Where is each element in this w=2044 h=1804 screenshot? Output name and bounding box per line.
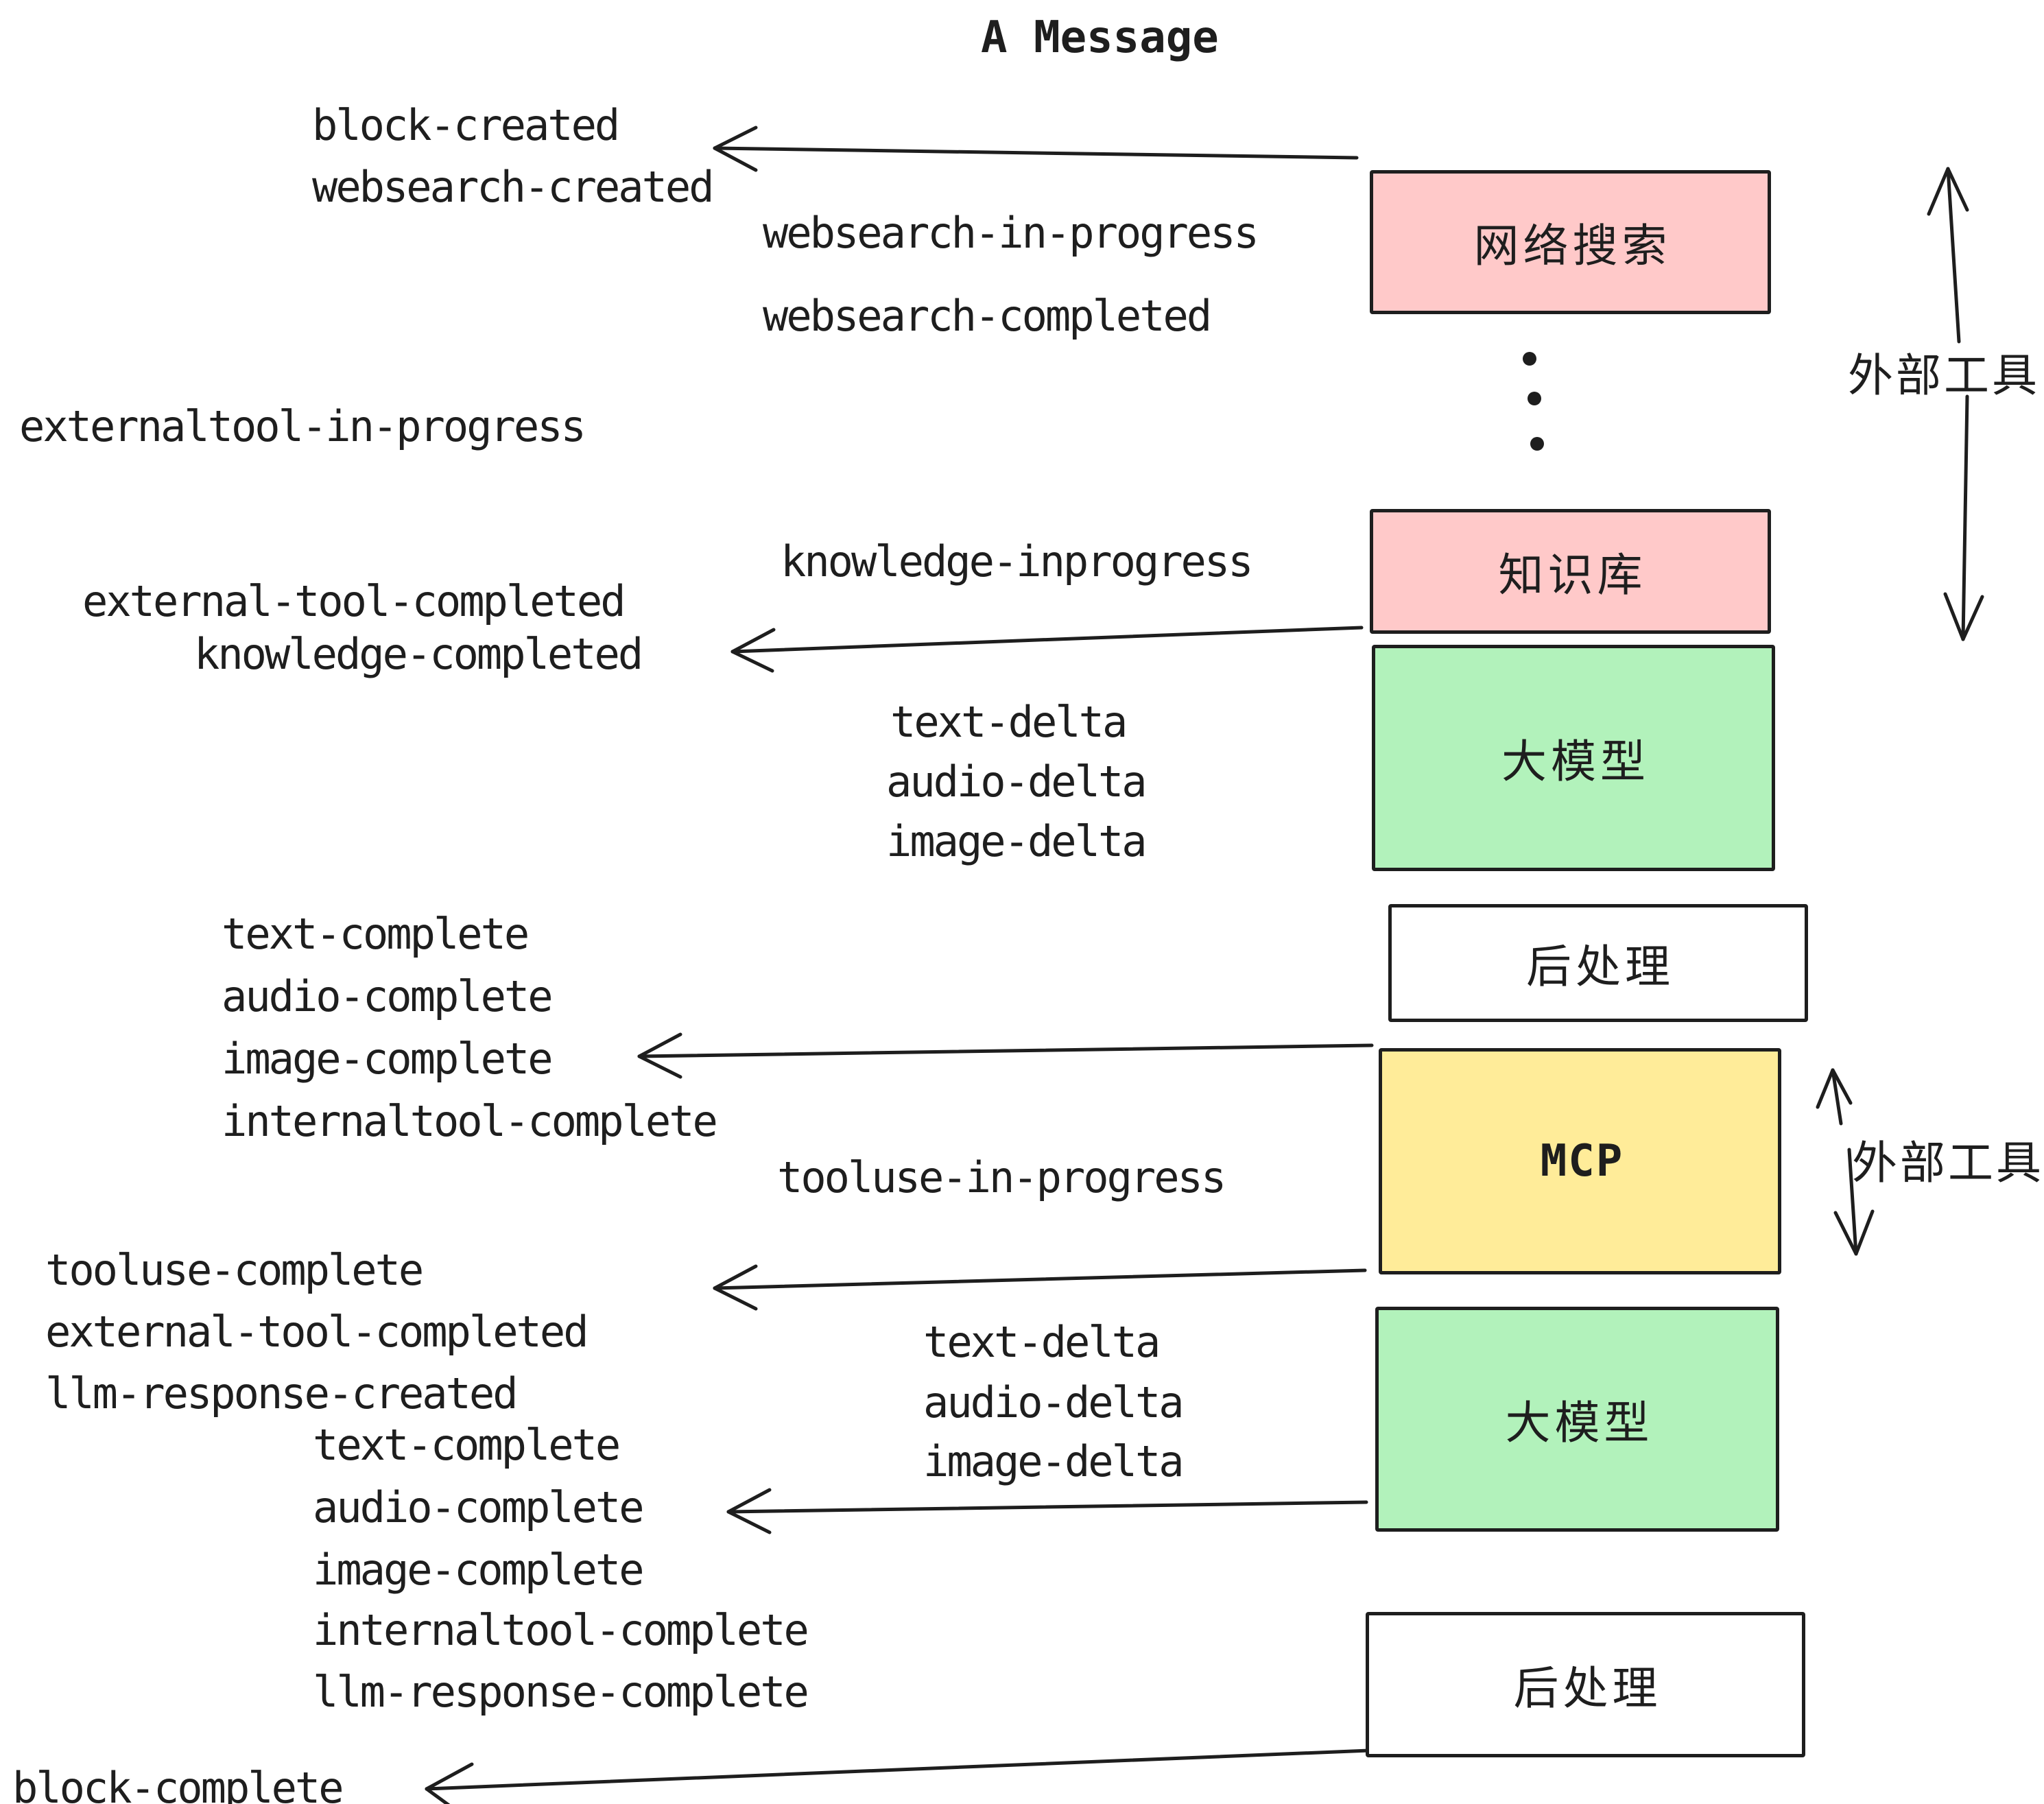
arrow-to-knowledge-completed-icon	[730, 626, 1364, 673]
event-tooluse-in-progress: tooluse-in-progress	[777, 1152, 1226, 1202]
box-mcp-label: MCP	[1540, 1136, 1624, 1187]
arrow-to-tooluse-complete-icon	[713, 1264, 1367, 1311]
event-knowledge-completed: knowledge-completed	[194, 629, 643, 679]
event-externaltool-in-progress: externaltool-in-progress	[19, 401, 586, 451]
event-text-delta-1: text-delta	[890, 697, 1128, 747]
box-postprocess-1-label: 后处理	[1526, 940, 1674, 993]
external-tools-down-arrow-icon	[1943, 394, 1984, 641]
box-llm-2: 大模型	[1375, 1307, 1779, 1532]
arrow-to-image-complete-icon	[637, 1032, 1374, 1079]
event-knowledge-inprogress: knowledge-inprogress	[781, 536, 1254, 586]
event-external-tool-completed-2: external-tool-completed	[45, 1307, 589, 1357]
box-postprocess-1: 后处理	[1388, 904, 1808, 1022]
event-audio-complete-1: audio-complete	[222, 971, 554, 1021]
event-text-complete-1: text-complete	[222, 909, 530, 959]
box-postprocess-2-label: 后处理	[1513, 1662, 1662, 1715]
box-mcp: MCP	[1379, 1048, 1781, 1274]
event-text-delta-2: text-delta	[923, 1317, 1161, 1367]
arrow-to-audio-complete-icon	[726, 1488, 1368, 1534]
event-websearch-in-progress: websearch-in-progress	[763, 208, 1259, 258]
event-block-complete: block-complete	[12, 1763, 344, 1804]
event-image-complete-2: image-complete	[313, 1545, 645, 1595]
event-websearch-created: websearch-created	[312, 162, 715, 212]
external-tools-label-bottom: 外部工具	[1852, 1137, 2044, 1189]
box-postprocess-2: 后处理	[1366, 1612, 1805, 1757]
event-text-complete-2: text-complete	[313, 1420, 621, 1470]
box-knowledge: 知识库	[1370, 509, 1771, 634]
box-knowledge-label: 知识库	[1498, 549, 1647, 602]
event-image-delta-2: image-delta	[923, 1436, 1185, 1486]
event-llm-response-complete: llm-response-complete	[313, 1667, 809, 1717]
box-websearch: 网络搜索	[1370, 170, 1771, 314]
event-block-created: block-created	[312, 100, 620, 150]
event-image-complete-1: image-complete	[222, 1034, 554, 1084]
ellipsis-dots-icon	[1523, 352, 1544, 451]
mcp-external-up-arrow-icon	[1816, 1068, 1853, 1126]
event-image-delta-1: image-delta	[886, 816, 1148, 866]
page-title: A Message	[981, 12, 1219, 63]
box-websearch-label: 网络搜索	[1473, 219, 1672, 272]
external-tools-label-top: 外部工具	[1848, 349, 2040, 402]
event-websearch-completed: websearch-completed	[763, 291, 1212, 341]
event-internaltool-complete-1: internaltool-complete	[222, 1096, 718, 1146]
box-llm-1: 大模型	[1372, 645, 1775, 871]
arrow-to-websearch-created-icon	[713, 126, 1359, 172]
event-tooluse-complete: tooluse-complete	[45, 1245, 424, 1295]
box-llm-2-label: 大模型	[1505, 1397, 1654, 1449]
box-llm-1-label: 大模型	[1501, 735, 1650, 788]
event-audio-delta-1: audio-delta	[886, 757, 1148, 807]
arrow-to-block-complete-icon	[425, 1748, 1371, 1804]
event-audio-complete-2: audio-complete	[313, 1482, 645, 1532]
event-audio-delta-2: audio-delta	[923, 1377, 1185, 1427]
event-external-tool-completed-1: external-tool-completed	[82, 576, 626, 626]
event-llm-response-created: llm-response-created	[45, 1368, 519, 1419]
external-tools-up-arrow-icon	[1927, 167, 1969, 344]
event-internaltool-complete-2: internaltool-complete	[313, 1605, 809, 1655]
